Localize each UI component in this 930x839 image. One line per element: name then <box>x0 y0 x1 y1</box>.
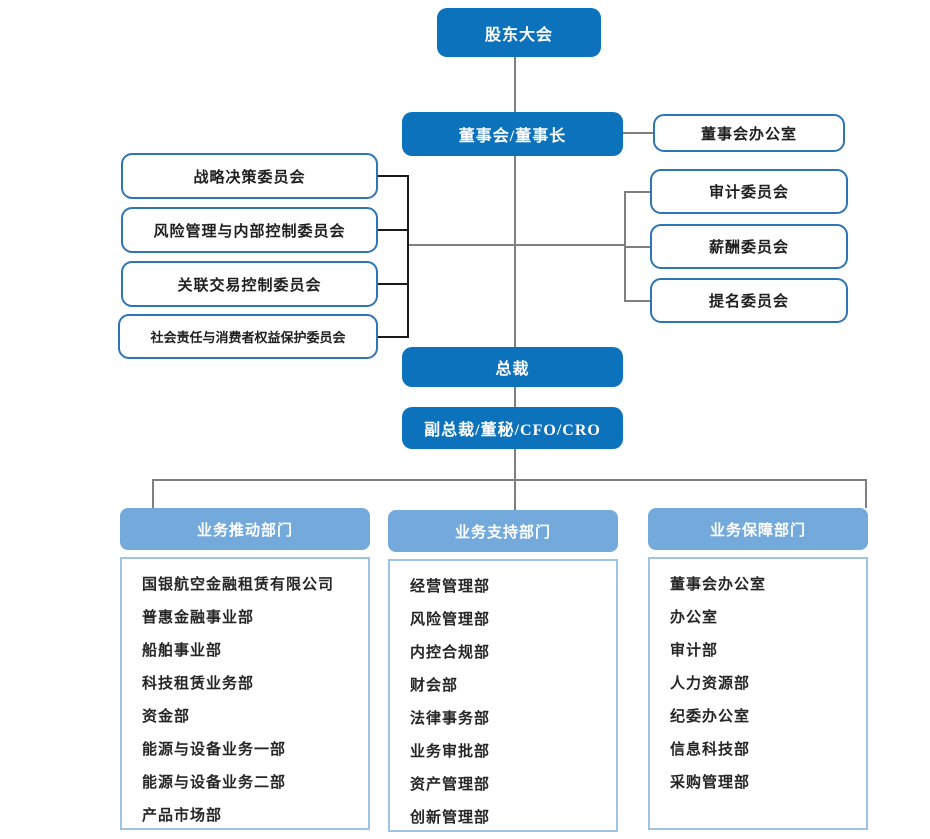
department-item: 业务审批部 <box>410 744 491 760</box>
committee-label: 风险管理与内部控制委员会 <box>153 223 346 240</box>
department-item: 资产管理部 <box>410 777 491 793</box>
committee-audit: 审计委员会 <box>650 169 848 214</box>
department-item: 船舶事业部 <box>142 643 223 659</box>
department-item: 产品市场部 <box>142 808 223 824</box>
department-item: 纪委办公室 <box>670 709 751 725</box>
committee-label: 战略决策委员会 <box>193 169 306 186</box>
connector-line <box>623 132 653 134</box>
node-vice-president: 副总裁/董秘/CFO/CRO <box>402 407 623 449</box>
department-item: 办公室 <box>670 610 719 626</box>
node-shareholders-meeting: 股东大会 <box>437 8 601 57</box>
connector-line <box>624 300 650 302</box>
column-header-business-support: 业务支持部门 <box>388 510 618 552</box>
node-president: 总裁 <box>402 347 623 387</box>
committee-social-responsibility: 社会责任与消费者权益保护委员会 <box>118 314 378 359</box>
node-label: 副总裁/董秘/CFO/CRO <box>424 422 601 439</box>
committee-strategic-decision: 战略决策委员会 <box>121 153 378 199</box>
department-item: 采购管理部 <box>670 775 751 791</box>
committee-label: 社会责任与消费者权益保护委员会 <box>150 330 346 345</box>
connector-line <box>624 191 650 193</box>
department-item: 科技租赁业务部 <box>142 676 255 692</box>
department-item: 能源与设备业务二部 <box>142 775 287 791</box>
column-header-label: 业务保障部门 <box>709 522 806 539</box>
node-label: 总裁 <box>495 361 530 378</box>
department-item: 国银航空金融租赁有限公司 <box>142 577 335 593</box>
connector-line <box>378 283 409 285</box>
department-item: 董事会办公室 <box>670 577 767 593</box>
department-item: 风险管理部 <box>410 612 491 628</box>
committee-label: 提名委员会 <box>708 294 789 310</box>
node-label: 董事会办公室 <box>700 126 797 143</box>
column-header-business-promotion: 业务推动部门 <box>120 508 370 550</box>
department-item: 信息科技部 <box>670 742 751 758</box>
connector-line <box>514 387 516 407</box>
department-item: 内控合规部 <box>410 645 491 661</box>
committee-label: 审计委员会 <box>708 185 789 201</box>
department-item: 经营管理部 <box>410 579 491 595</box>
committee-risk-internal-control: 风险管理与内部控制委员会 <box>121 207 378 253</box>
department-item: 能源与设备业务一部 <box>142 742 287 758</box>
committee-label: 关联交易控制委员会 <box>177 277 322 294</box>
connector-line <box>378 175 409 177</box>
connector-line <box>409 244 625 246</box>
connector-line <box>152 479 867 481</box>
connector-line <box>514 57 516 112</box>
column-body-business-promotion: 国银航空金融租赁有限公司 普惠金融事业部 船舶事业部 科技租赁业务部 资金部 能… <box>120 557 370 830</box>
connector-line <box>624 246 650 248</box>
department-item: 普惠金融事业部 <box>142 610 255 626</box>
column-header-business-assurance: 业务保障部门 <box>648 508 868 550</box>
column-header-label: 业务推动部门 <box>196 522 293 539</box>
committee-remuneration: 薪酬委员会 <box>650 224 848 269</box>
committee-nomination: 提名委员会 <box>650 278 848 323</box>
connector-line <box>514 156 516 347</box>
connector-line <box>865 479 867 508</box>
department-item: 审计部 <box>670 643 719 659</box>
connector-line <box>152 479 154 508</box>
column-body-business-assurance: 董事会办公室 办公室 审计部 人力资源部 纪委办公室 信息科技部 采购管理部 <box>648 557 868 830</box>
connector-line <box>378 336 409 338</box>
committee-label: 薪酬委员会 <box>708 240 789 256</box>
connector-line <box>407 175 409 338</box>
committee-related-transactions: 关联交易控制委员会 <box>121 261 378 307</box>
department-item: 财会部 <box>410 678 459 694</box>
node-board-office: 董事会办公室 <box>653 114 845 152</box>
column-body-business-support: 经营管理部 风险管理部 内控合规部 财会部 法律事务部 业务审批部 资产管理部 … <box>388 559 618 832</box>
department-item: 创新管理部 <box>410 810 491 826</box>
column-header-label: 业务支持部门 <box>454 524 551 541</box>
node-label: 股东大会 <box>484 26 553 44</box>
node-board-chairman: 董事会/董事长 <box>402 112 623 156</box>
node-label: 董事会/董事长 <box>458 128 567 145</box>
department-item: 资金部 <box>142 709 191 725</box>
department-item: 法律事务部 <box>410 711 491 727</box>
connector-line <box>378 229 409 231</box>
department-item: 人力资源部 <box>670 676 751 692</box>
